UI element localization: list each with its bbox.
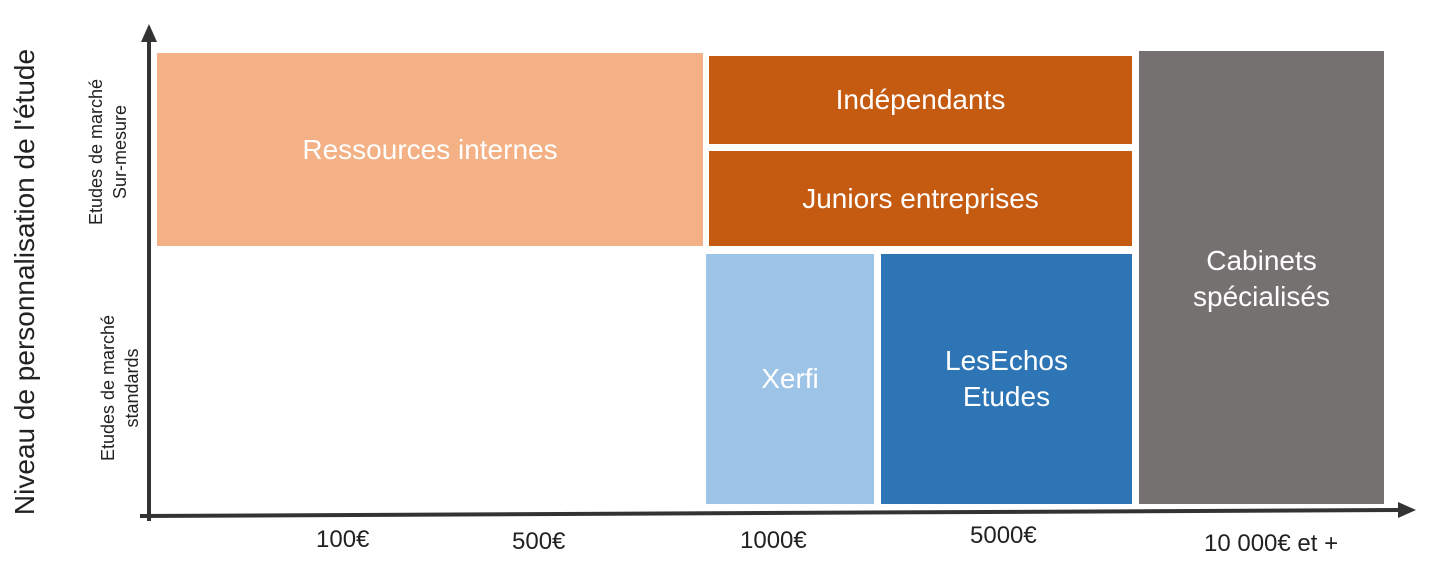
x-tick-100: 100€ <box>316 526 370 553</box>
x-axis-arrow-icon <box>1398 502 1416 518</box>
block-juniors-entreprises-label: Juniors entreprises <box>802 182 1039 214</box>
block-lesechos-etudes-label: LesEchos Etudes <box>945 345 1068 412</box>
x-tick-10000-et-plus: 10 000€ et + <box>1204 530 1339 557</box>
block-juniors-entreprises: Juniors entreprises <box>709 151 1132 246</box>
block-cabinets-specialises: Cabinets spécialisés <box>1139 51 1384 504</box>
x-tick-1000: 1000€ <box>740 527 807 554</box>
y-category-standards: Etudes de marché standards <box>98 314 142 462</box>
y-axis <box>141 24 157 521</box>
block-cabinets-specialises-label: Cabinets spécialisés <box>1193 245 1330 312</box>
y-category-sur-mesure: Etudes de marché Sur-mesure <box>86 78 130 226</box>
x-tick-5000: 5000€ <box>970 522 1037 549</box>
block-ressources-internes-label: Ressources internes <box>302 133 558 165</box>
block-independants-label: Indépendants <box>835 84 1006 115</box>
block-lesechos-etudes: LesEchos Etudes <box>881 254 1132 504</box>
block-ressources-internes: Ressources internes <box>157 53 703 246</box>
block-independants: Indépendants <box>709 56 1132 144</box>
y-axis-title: Niveau de personnalisation de l'étude <box>9 48 40 516</box>
block-xerfi: Xerfi <box>706 254 874 504</box>
block-xerfi-label: Xerfi <box>761 363 819 394</box>
x-axis <box>139 502 1416 518</box>
x-tick-500: 500€ <box>512 528 566 555</box>
y-axis-arrow-icon <box>141 24 157 42</box>
